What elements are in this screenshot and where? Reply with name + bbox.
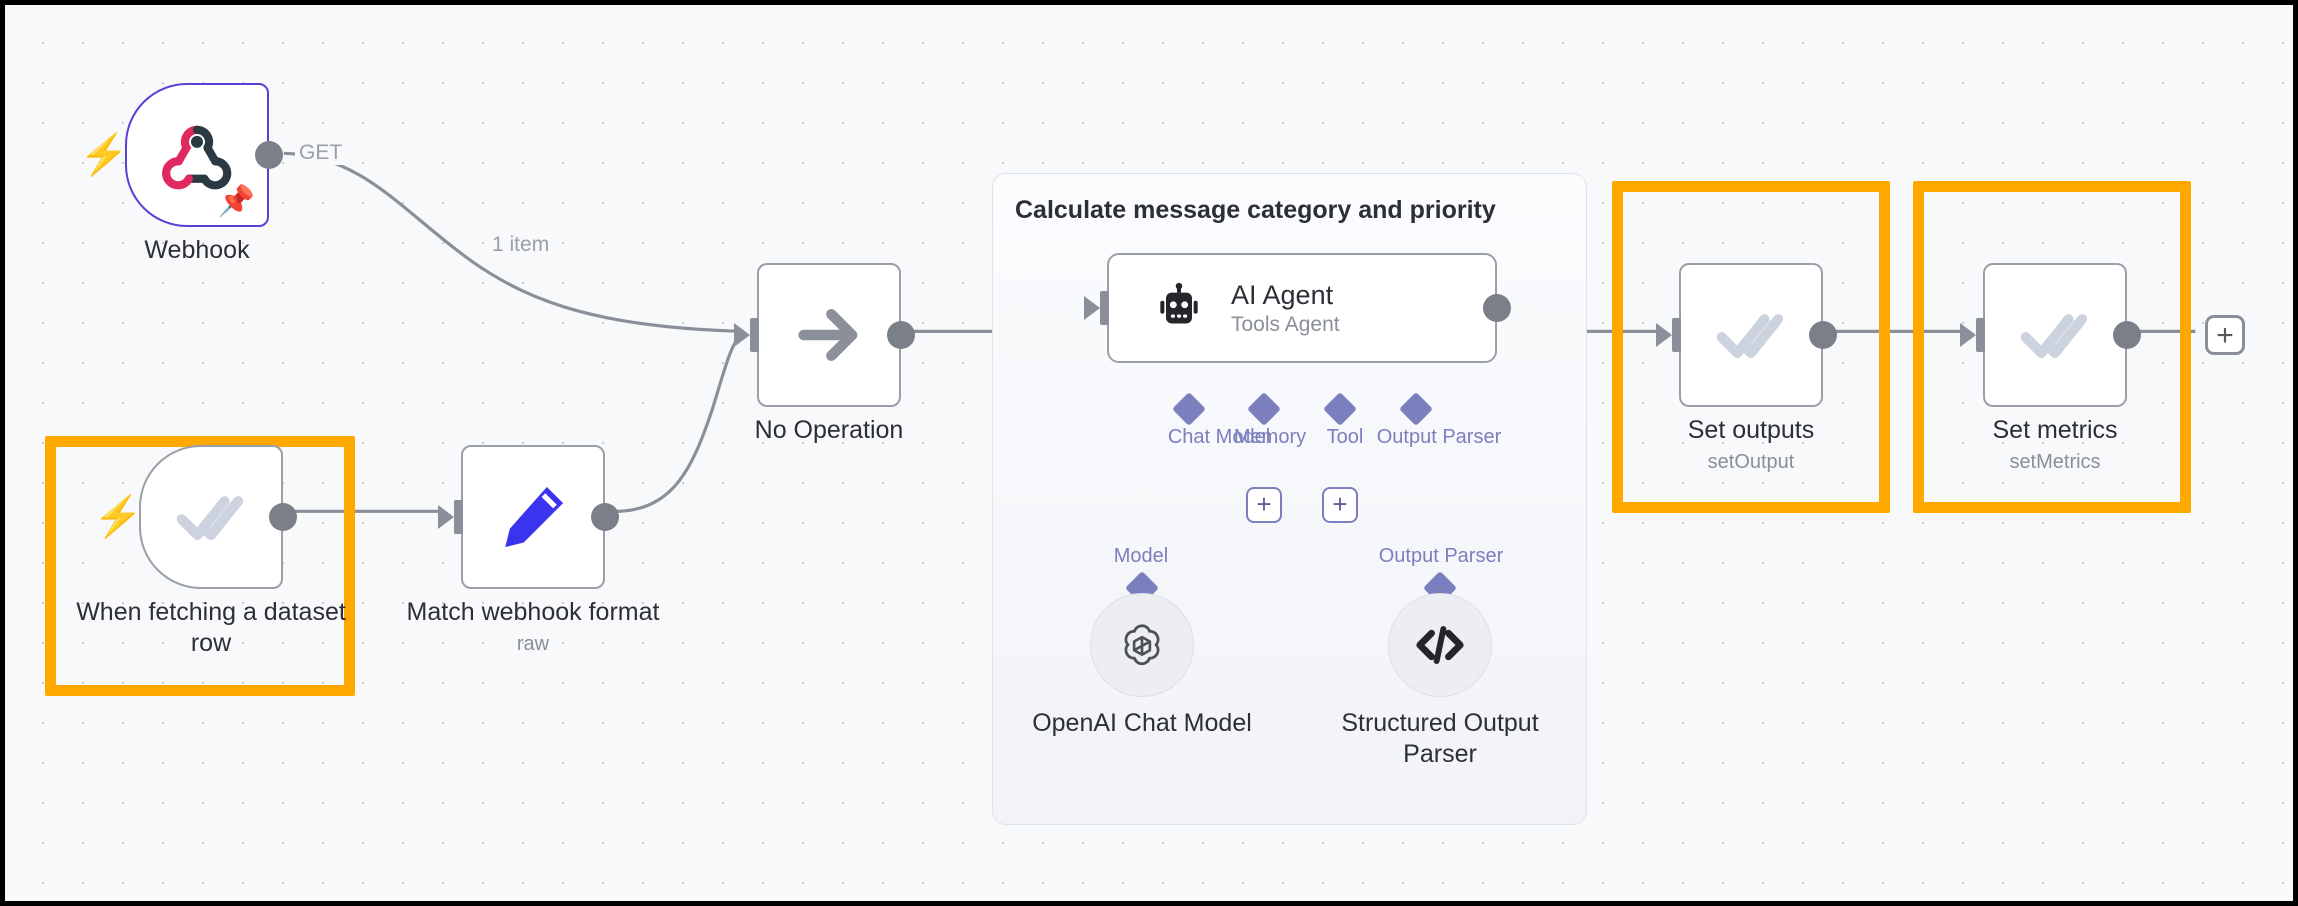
set-metrics-output-port[interactable]	[2113, 321, 2141, 349]
node-dataset-trigger[interactable]: ⚡ When fetching a dataset row	[76, 445, 346, 657]
set-outputs-output-port[interactable]	[1809, 321, 1837, 349]
agent-group-title: Calculate message category and priority	[1015, 196, 1496, 224]
node-label-set-outputs: Set outputs	[1687, 416, 1815, 444]
node-label-webhook: Webhook	[144, 236, 250, 264]
node-no-operation[interactable]: No Operation	[747, 253, 915, 444]
node-subtitle-ai-agent: Tools Agent	[1231, 312, 1340, 336]
webhook-output-port[interactable]	[255, 141, 283, 169]
openai-icon	[1124, 624, 1160, 666]
connector-label-model: Model	[1113, 545, 1169, 567]
node-openai-chat-model[interactable]: OpenAI Chat Model	[1032, 593, 1252, 737]
node-label-ai-agent: AI Agent	[1231, 279, 1334, 310]
node-subtitle-match-webhook-format: raw	[516, 633, 550, 655]
node-set-outputs[interactable]: Set outputs setOutput	[1672, 263, 1837, 473]
node-match-webhook-format[interactable]: Match webhook format raw	[407, 445, 659, 655]
node-label-structured-output-parser: Structured Output Parser	[1341, 709, 1539, 768]
ai-agent-input-port[interactable]	[1100, 291, 1109, 325]
code-brackets-icon	[1416, 626, 1464, 664]
add-node-button[interactable]: +	[2205, 315, 2245, 355]
trigger-bolt-icon-dataset: ⚡	[93, 495, 143, 539]
node-label-set-metrics: Set metrics	[1992, 416, 2118, 444]
webhook-icon	[162, 125, 232, 190]
node-label-no-operation: No Operation	[754, 416, 904, 444]
set-outputs-node-box[interactable]	[1672, 263, 1837, 407]
robot-icon	[1160, 282, 1198, 324]
node-webhook[interactable]: ⚡ 📌 Webhook	[79, 83, 283, 264]
no-operation-output-port[interactable]	[887, 321, 915, 349]
set-metrics-input-port[interactable]	[1976, 318, 1985, 352]
set-metrics-node-box[interactable]	[1976, 263, 2141, 407]
node-label-match-webhook-format: Match webhook format	[406, 598, 660, 626]
node-subtitle-set-outputs: setOutput	[1707, 451, 1795, 473]
no-operation-node-box[interactable]	[747, 253, 915, 421]
node-label-dataset-trigger: When fetching a dataset row	[76, 598, 346, 657]
node-label-openai-chat-model: OpenAI Chat Model	[1032, 709, 1252, 737]
pencil-icon	[505, 486, 564, 548]
edge-label-one-item: 1 item	[488, 233, 554, 257]
dataset-trigger-node-box[interactable]	[139, 445, 297, 589]
ai-agent-output-port[interactable]	[1483, 294, 1511, 322]
trigger-bolt-icon: ⚡	[79, 133, 129, 177]
match-webhook-output-port[interactable]	[591, 503, 619, 531]
no-operation-input-port[interactable]	[750, 318, 759, 352]
dataset-trigger-output-port[interactable]	[269, 503, 297, 531]
match-webhook-input-port[interactable]	[454, 500, 463, 534]
connector-label-output-parser: Output Parser	[1376, 426, 1502, 448]
node-ai-agent[interactable]: AI Agent Tools Agent	[1100, 253, 1511, 363]
edge-label-get: GET	[295, 141, 347, 165]
connector-label-output-parser-node: Output Parser	[1378, 545, 1504, 567]
double-check-icon	[176, 496, 244, 541]
add-memory-button[interactable]: +	[1246, 487, 1282, 523]
pin-icon[interactable]: 📌	[217, 185, 255, 218]
set-outputs-input-port[interactable]	[1672, 318, 1681, 352]
node-subtitle-set-metrics: setMetrics	[2009, 451, 2101, 473]
add-tool-button[interactable]: +	[1322, 487, 1358, 523]
connector-label-tool: Tool	[1326, 426, 1364, 448]
double-check-icon	[2020, 314, 2088, 359]
match-webhook-node-box[interactable]	[454, 445, 619, 589]
node-structured-output-parser[interactable]: Structured Output Parser	[1341, 593, 1539, 768]
connector-label-memory: Memory	[1233, 426, 1307, 448]
arrow-right-icon	[798, 308, 858, 362]
connector-label-chat-model: Chat Model	[1167, 426, 1271, 448]
double-check-icon	[1716, 314, 1784, 359]
node-set-metrics[interactable]: Set metrics setMetrics	[1976, 263, 2141, 473]
webhook-node-box[interactable]: 📌	[125, 83, 283, 227]
